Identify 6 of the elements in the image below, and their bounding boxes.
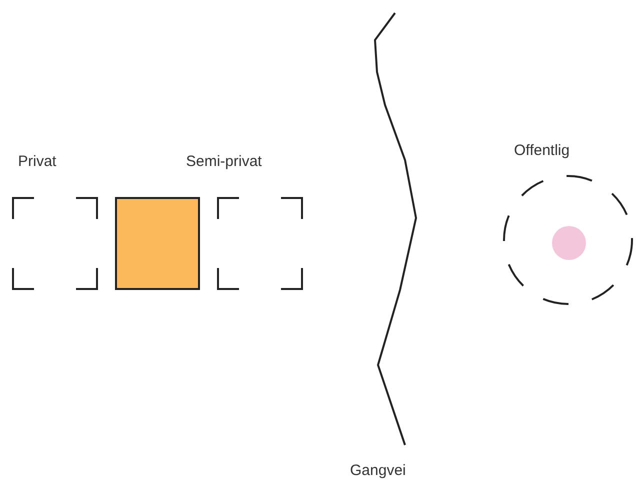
- path-label: Gangvei: [350, 462, 406, 480]
- filled-square: [115, 197, 200, 290]
- zone-label: Privat: [18, 153, 56, 171]
- zone-label: Offentlig: [514, 142, 570, 160]
- zone-label: Semi-privat: [186, 153, 262, 171]
- dot: [552, 226, 586, 260]
